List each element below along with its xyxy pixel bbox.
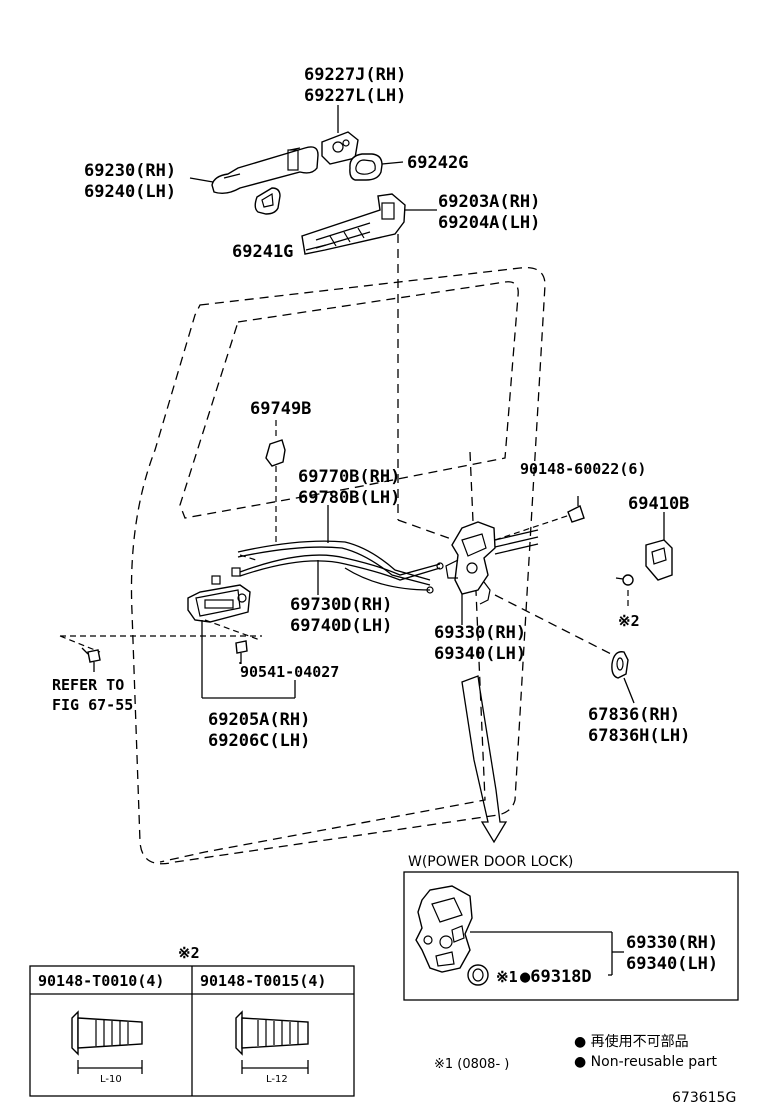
label-69242G: 69242G [407, 153, 468, 173]
label-fig-67-55: FIG 67-55 [52, 696, 133, 714]
label-90148-60022: 90148-60022(6) [520, 460, 646, 478]
label-69227-rh: 69227J(RH) [304, 65, 406, 85]
label-67836-rh: 67836(RH) [588, 705, 680, 725]
label-69410B: 69410B [628, 494, 689, 514]
label-69340-lh: 69340(LH) [434, 644, 526, 664]
screw-striker [615, 574, 634, 608]
figure-id: 673615G [672, 1090, 736, 1106]
inside-handle-69205A [187, 567, 261, 641]
screw-2-length: L-12 [266, 1074, 288, 1085]
legend-jp: ● 再使用不可部品 [574, 1033, 689, 1050]
door-lock-69330 [445, 514, 616, 657]
label-69206C-lh: 69206C(LH) [208, 731, 310, 751]
gasket-69242G [349, 153, 383, 181]
screw-1-length: L-10 [100, 1074, 122, 1085]
inset-label-69340-lh: 69340(LH) [626, 954, 718, 974]
label-69740D-lh: 69740D(LH) [290, 616, 392, 636]
inset-mark1: ※1 [496, 968, 518, 986]
inset-label-69330-rh: 69330(RH) [626, 933, 718, 953]
screw-90148-60022 [567, 496, 585, 523]
label-refer-to: REFER TO [52, 676, 124, 694]
leaders-top [189, 105, 469, 546]
label-69780B-lh: 69780B(LH) [298, 488, 400, 508]
striker-69410B [645, 512, 673, 581]
label-mark2-striker: ※2 [618, 612, 640, 630]
gasket-69241G [254, 187, 281, 215]
label-69205A-rh: 69205A(RH) [208, 710, 310, 730]
label-69227-lh: 69227L(LH) [304, 86, 406, 106]
label-69230-rh: 69230(RH) [84, 161, 176, 181]
legend-en: ● Non-reusable part [574, 1054, 717, 1070]
arrow-to-inset [461, 675, 508, 844]
cables [237, 505, 444, 595]
label-69749B: 69749B [250, 399, 311, 419]
label-69240-lh: 69240(LH) [84, 182, 176, 202]
label-90541-04027: 90541-04027 [240, 663, 339, 681]
screw-1-part: 90148-T0010(4) [38, 972, 164, 990]
legend-note1: ※1 (0808- ) [434, 1057, 509, 1072]
refer-clip [59, 635, 262, 672]
label-69203A-rh: 69203A(RH) [438, 192, 540, 212]
screw-2-part: 90148-T0015(4) [200, 972, 326, 990]
outside-handle-69230 [211, 146, 319, 195]
screw-table-mark2: ※2 [178, 944, 200, 962]
label-69730D-rh: 69730D(RH) [290, 595, 392, 615]
inset-label-69318D: ●69318D [520, 967, 592, 987]
label-69770B-rh: 69770B(RH) [298, 467, 400, 487]
clip-69749B [265, 420, 286, 545]
label-69204A-lh: 69204A(LH) [438, 213, 540, 233]
handle-frame-69203A [301, 193, 406, 255]
label-67836H-lh: 67836H(LH) [588, 726, 690, 746]
leaders-mid [201, 620, 296, 699]
inset-title: W(POWER DOOR LOCK) [408, 854, 573, 870]
label-69241G: 69241G [232, 242, 293, 262]
door-outline [130, 266, 546, 865]
inset-power-door-lock [403, 871, 739, 1001]
cushion-67836 [611, 651, 635, 704]
label-69330-rh: 69330(RH) [434, 623, 526, 643]
screw-90541 [235, 640, 248, 664]
screw-table [29, 965, 355, 1097]
